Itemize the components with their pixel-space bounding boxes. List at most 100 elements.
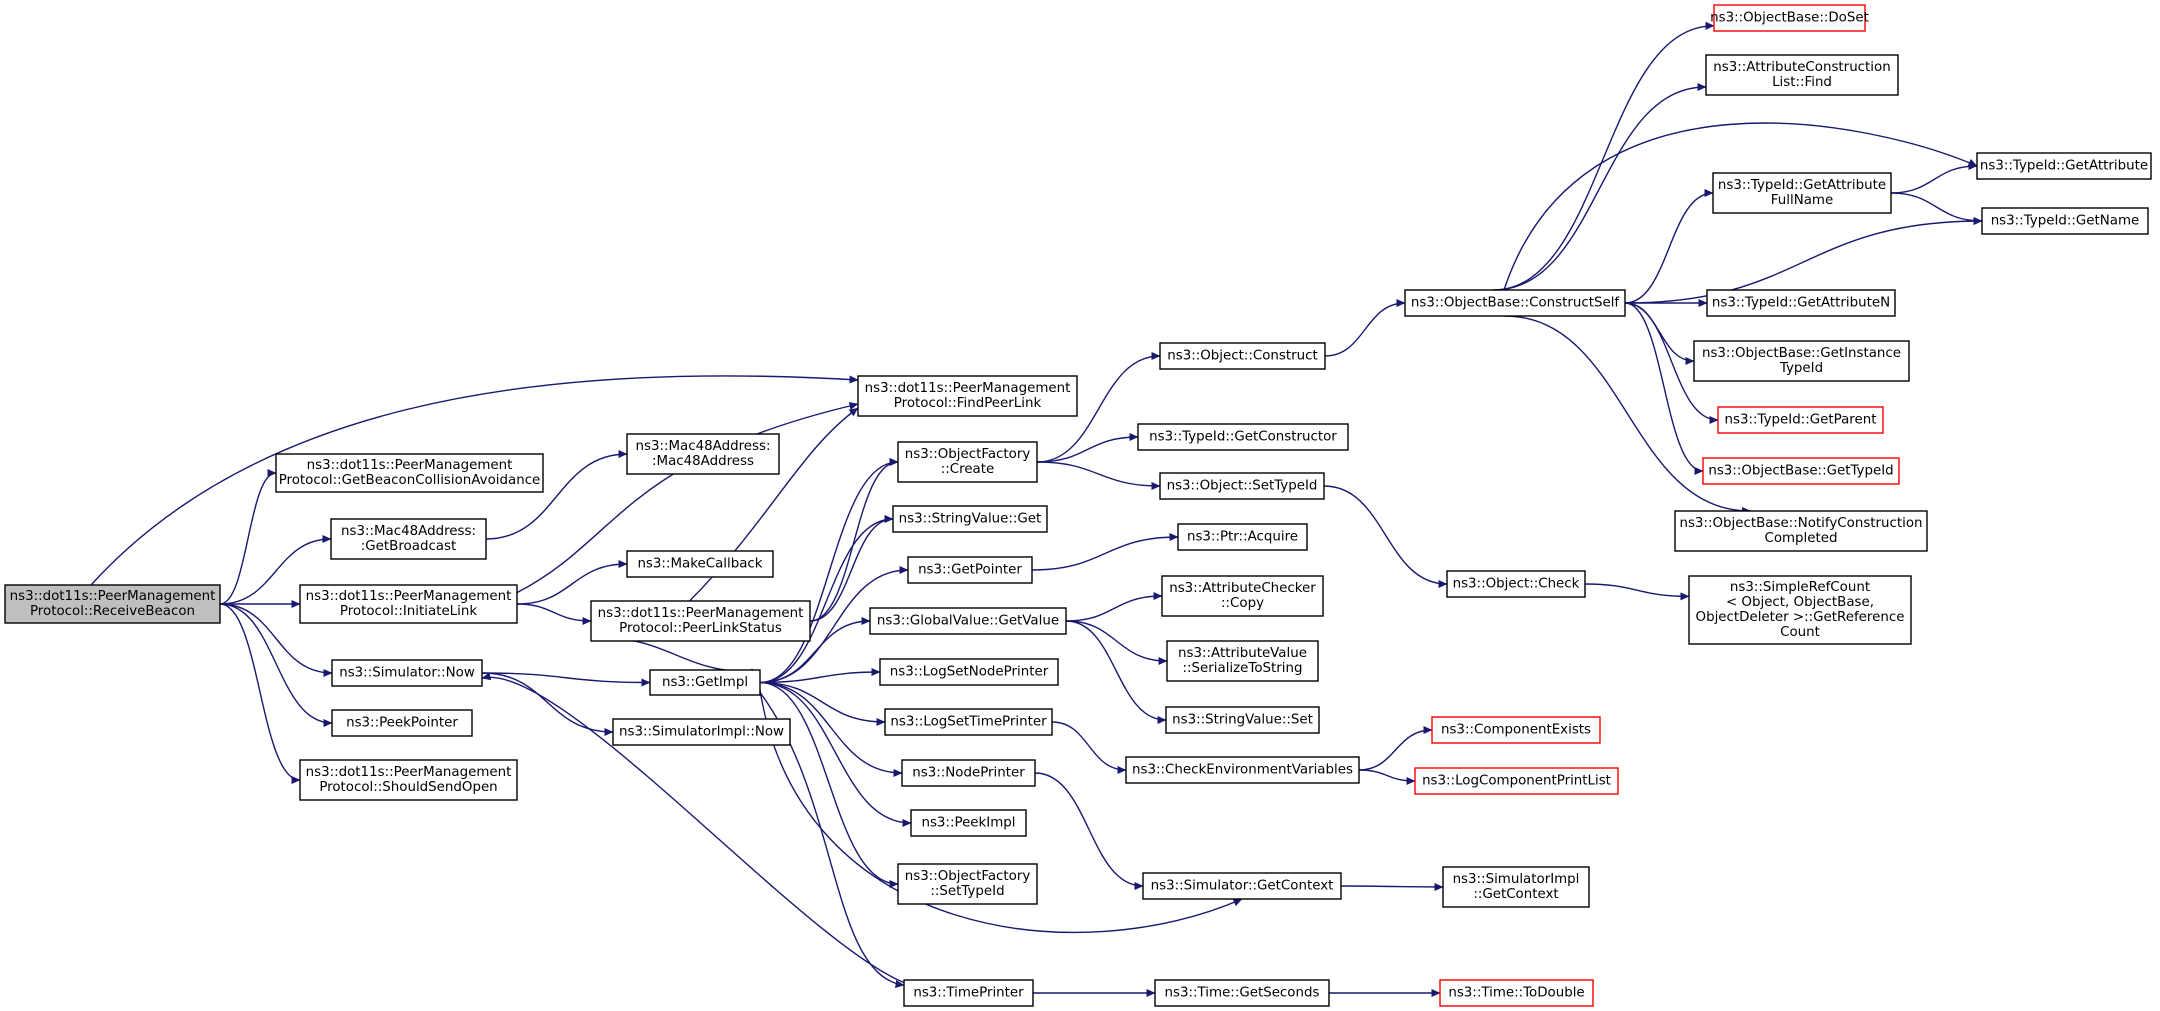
function-node[interactable]: ns3::CheckEnvironmentVariables [1125, 756, 1360, 784]
call-edge [1034, 772, 1144, 891]
node-box [910, 809, 1027, 837]
call-edge [90, 375, 859, 586]
function-node[interactable]: ns3::TypeId::GetName [1981, 207, 2149, 235]
node-box [1161, 575, 1324, 617]
call-edge [481, 672, 651, 687]
function-node[interactable]: ns3::ObjectBase::NotifyConstructionCompl… [1674, 510, 1928, 552]
node-box [1702, 457, 1900, 485]
external-function-node[interactable]: ns3::Time::ToDouble [1439, 979, 1594, 1007]
node-label: ns3::SimulatorImpl [1453, 872, 1580, 887]
external-function-node[interactable]: ns3::ObjectBase::DoSet [1710, 4, 1869, 32]
node-label: ns3::TypeId::GetAttributeN [1712, 296, 1890, 311]
current-function-node: ns3::dot11s::PeerManagementProtocol::Rec… [4, 584, 221, 624]
function-node[interactable]: ns3::LogSetTimePrinter [884, 708, 1053, 736]
function-node[interactable]: ns3::GetImpl [649, 669, 761, 696]
function-node[interactable]: ns3::dot11s::PeerManagementProtocol::Sho… [299, 759, 518, 801]
function-node[interactable]: ns3::StringValue::Set [1165, 706, 1320, 734]
node-box [1981, 207, 2149, 235]
function-node[interactable]: ns3::PeekPointer [331, 709, 473, 737]
function-node[interactable]: ns3::MakeCallback [626, 550, 774, 578]
call-edge [1584, 583, 1690, 601]
call-edge [1624, 302, 1695, 366]
function-node[interactable]: ns3::dot11s::PeerManagementProtocol::Pee… [590, 600, 811, 642]
function-node[interactable]: ns3::Mac48Address::Mac48Address [626, 433, 780, 475]
function-node[interactable]: ns3::SimulatorImpl::GetContext [1442, 866, 1590, 908]
node-box [1439, 979, 1594, 1007]
node-label: ns3::Ptr::Acquire [1187, 530, 1298, 545]
function-node[interactable]: ns3::dot11s::PeerManagementProtocol::Fin… [857, 375, 1078, 417]
function-node[interactable]: ns3::PeekImpl [910, 809, 1027, 837]
function-node[interactable]: ns3::NodePrinter [901, 759, 1036, 787]
call-edge [1323, 485, 1448, 589]
function-node[interactable]: ns3::Object::Check [1446, 570, 1586, 598]
node-label: ns3::dot11s::PeerManagement [307, 458, 513, 473]
node-label: ns3::TypeId::GetConstructor [1149, 430, 1337, 445]
node-box [879, 658, 1059, 686]
function-node[interactable]: ns3::Ptr::Acquire [1177, 523, 1308, 551]
node-label: < Object, ObjectBase, [1726, 595, 1874, 610]
function-node[interactable]: ns3::SimulatorImpl::Now [612, 718, 791, 746]
node-label: ns3::dot11s::PeerManagement [306, 765, 512, 780]
node-box [1404, 289, 1626, 317]
node-label: ns3::Time::ToDouble [1448, 986, 1584, 1001]
function-node[interactable]: ns3::AttributeChecker::Copy [1161, 575, 1324, 617]
function-node[interactable]: ns3::ObjectFactory::Create [897, 441, 1038, 483]
node-label: ns3::SimpleRefCount [1730, 580, 1870, 595]
function-node[interactable]: ns3::Object::SetTypeId [1159, 472, 1325, 500]
node-box [1976, 152, 2152, 180]
node-label: ns3::TypeId::GetAttribute [1980, 159, 2148, 174]
function-node[interactable]: ns3::ObjectBase::ConstructSelf [1404, 289, 1626, 317]
node-label: ::Create [941, 462, 995, 477]
function-node[interactable]: ns3::AttributeValue::SerializeToString [1166, 640, 1319, 682]
node-box [1166, 640, 1319, 682]
external-function-node[interactable]: ns3::ObjectBase::GetTypeId [1702, 457, 1900, 485]
node-label: ns3::LogComponentPrintList [1422, 774, 1611, 789]
function-node[interactable]: ns3::TypeId::GetConstructor [1137, 423, 1349, 451]
external-function-node[interactable]: ns3::TypeId::GetParent [1717, 406, 1884, 434]
node-label: ns3::TypeId::GetParent [1725, 413, 1877, 428]
function-node[interactable]: ns3::Mac48Address::GetBroadcast [330, 518, 487, 560]
node-label: ns3::LogSetNodePrinter [890, 665, 1049, 680]
external-function-node[interactable]: ns3::LogComponentPrintList [1414, 767, 1619, 795]
function-node[interactable]: ns3::StringValue::Get [892, 505, 1048, 533]
node-label: Protocol::FindPeerLink [894, 396, 1042, 411]
node-label: :GetBroadcast [361, 539, 456, 554]
node-label: ns3::ObjectBase::DoSet [1710, 11, 1869, 26]
node-box [1159, 472, 1325, 500]
node-box [1154, 979, 1330, 1007]
call-edge [516, 559, 628, 605]
function-node[interactable]: ns3::Object::Construct [1159, 342, 1326, 370]
function-node[interactable]: ns3::TimePrinter [903, 979, 1034, 1007]
function-node[interactable]: ns3::SimpleRefCount< Object, ObjectBase,… [1688, 575, 1912, 645]
node-label: ns3::PeekPointer [346, 716, 458, 731]
function-node[interactable]: ns3::LogSetNodePrinter [879, 658, 1059, 686]
function-node[interactable]: ns3::TypeId::GetAttributeN [1706, 289, 1896, 317]
node-label: ns3::ComponentExists [1441, 723, 1591, 738]
node-label: ns3::GetPointer [918, 563, 1022, 578]
external-function-node[interactable]: ns3::ComponentExists [1431, 716, 1601, 744]
node-label: ns3::ObjectBase::NotifyConstruction [1679, 516, 1922, 531]
function-node[interactable]: ns3::Time::GetSeconds [1154, 979, 1330, 1007]
function-node[interactable]: ns3::dot11s::PeerManagementProtocol::Get… [275, 453, 544, 493]
node-label: ns3::ObjectFactory [905, 869, 1031, 884]
call-edge [485, 449, 628, 540]
function-node[interactable]: ns3::dot11s::PeerManagementProtocol::Ini… [299, 584, 518, 624]
function-node[interactable]: ns3::GetPointer [907, 556, 1033, 584]
node-label: ObjectDeleter >::GetReference [1696, 610, 1905, 625]
node-label: FullName [1771, 193, 1833, 208]
node-box [1705, 54, 1899, 96]
node-label: Protocol::GetBeaconCollisionAvoidance [279, 473, 541, 488]
function-node[interactable]: ns3::Simulator::Now [331, 659, 483, 687]
node-box [1706, 289, 1896, 317]
function-node[interactable]: ns3::GlobalValue::GetValue [869, 607, 1067, 635]
call-edge [759, 457, 899, 684]
node-label: ns3::StringValue::Set [1172, 713, 1313, 728]
function-node[interactable]: ns3::TypeId::GetAttribute [1976, 152, 2152, 180]
call-edge [759, 616, 871, 684]
function-node[interactable]: ns3::Simulator::GetContext [1142, 872, 1342, 900]
function-node[interactable]: ns3::ObjectFactory::SetTypeId [897, 863, 1038, 905]
call-edge [1065, 620, 1167, 725]
